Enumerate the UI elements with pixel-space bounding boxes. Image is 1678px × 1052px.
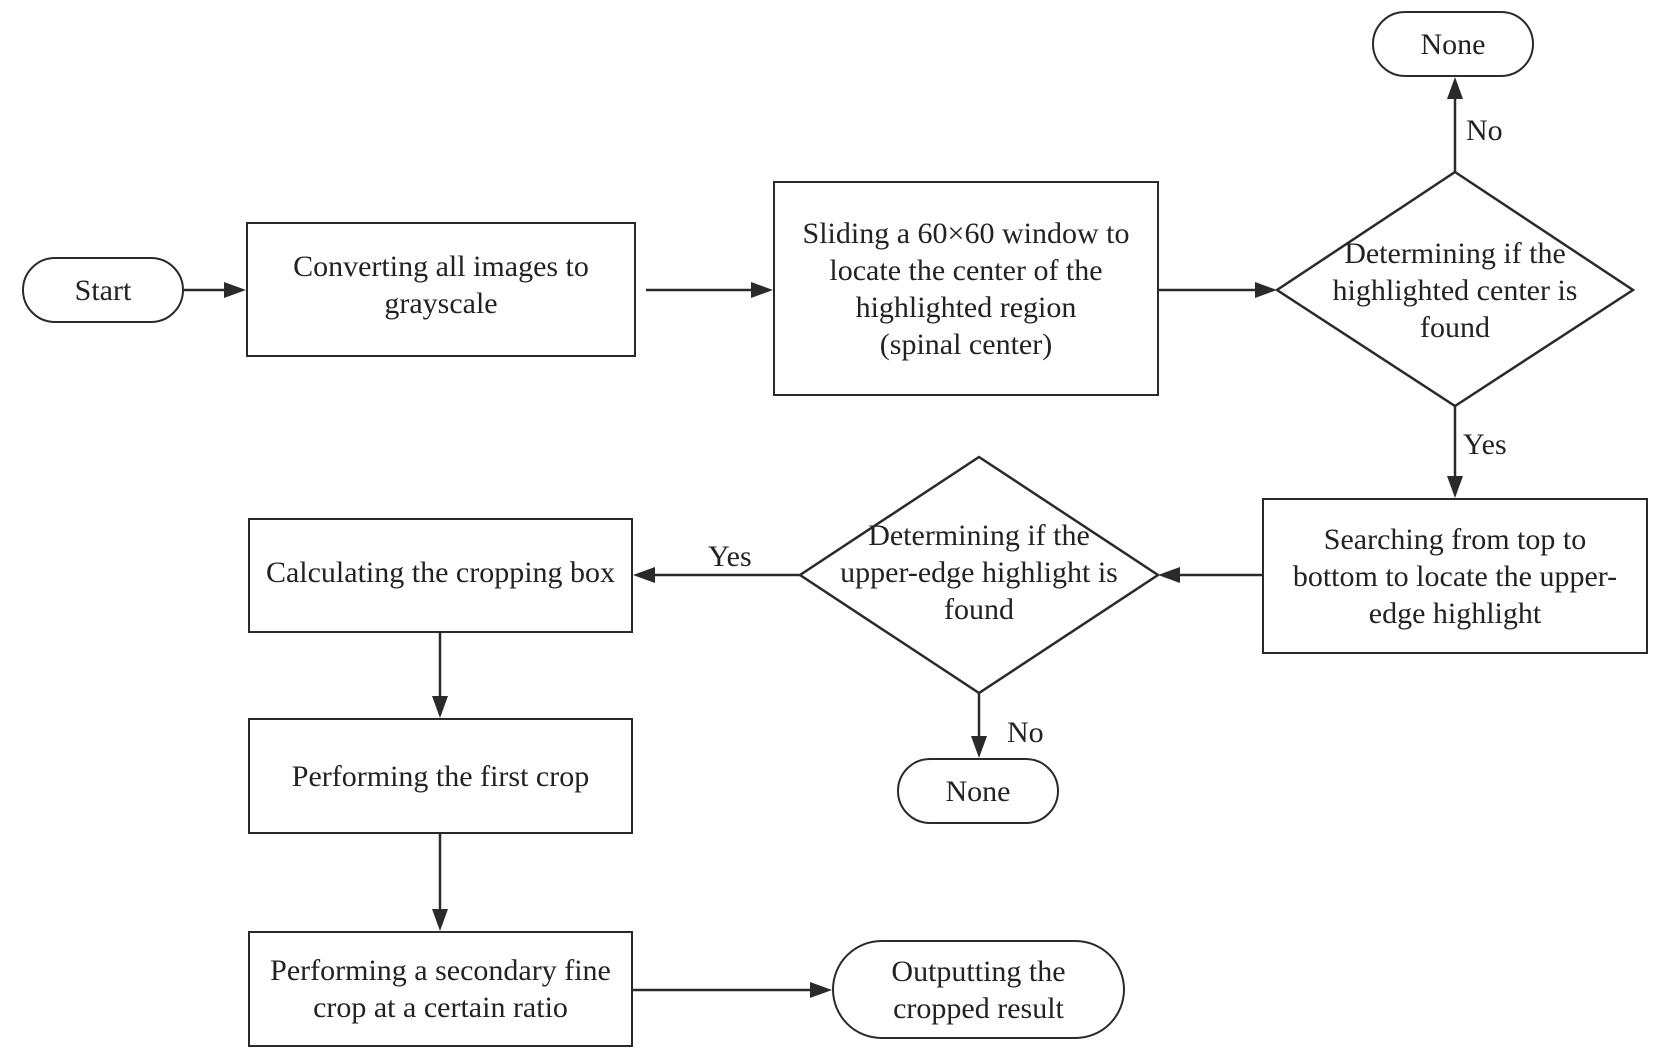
first-crop-label: Performing the first crop — [291, 759, 590, 793]
edge-label-edge-no: No — [1007, 716, 1044, 749]
decision-edge-label: Determining if the upper-edge highlight … — [840, 518, 1118, 626]
edge-label-edge-yes: Yes — [708, 540, 752, 573]
arrow-grayscale-to-sliding — [646, 282, 773, 298]
decision-center-text: Determining if the highlighted center is… — [1300, 230, 1610, 350]
arrow-searching-to-decision-edge — [1158, 567, 1262, 583]
edge-label-center-yes: Yes — [1463, 428, 1507, 461]
secondary-crop-process-box: Performing a secondary fine crop at a ce… — [248, 931, 633, 1047]
grayscale-process-box: Converting all images to grayscale — [246, 222, 636, 357]
none-bottom-label: None — [945, 774, 1011, 808]
arrow-decision-center-to-searching — [1447, 406, 1463, 498]
start-node: Start — [22, 257, 184, 323]
none-bottom-node: None — [897, 758, 1059, 824]
output-node: Outputting the cropped result — [832, 940, 1125, 1039]
none-top-label: None — [1420, 27, 1486, 61]
calc-box-label: Calculating the cropping box — [265, 556, 616, 589]
searching-label: Searching from top to bottom to locate t… — [1292, 522, 1618, 630]
secondary-crop-label: Performing a secondary fine crop at a ce… — [270, 954, 611, 1024]
decision-center-label: Determining if the highlighted center is… — [1332, 236, 1578, 344]
arrow-decision-edge-to-calc-box — [633, 567, 800, 583]
grayscale-label: Converting all images to grayscale — [293, 249, 589, 320]
arrow-sliding-to-decision-center — [1159, 282, 1277, 298]
arrow-start-to-grayscale — [184, 282, 246, 298]
arrow-first-crop-to-secondary-crop — [432, 834, 448, 931]
edge-label-center-no: No — [1466, 114, 1503, 147]
searching-process-box: Searching from top to bottom to locate t… — [1262, 498, 1648, 654]
sliding-window-process-box: Sliding a 60×60 window to locate the cen… — [773, 181, 1159, 396]
start-label: Start — [74, 273, 132, 307]
calc-box-process-box: Calculating the cropping box — [248, 518, 633, 633]
arrow-decision-edge-to-none-bottom — [971, 693, 987, 758]
arrow-calc-box-to-first-crop — [432, 633, 448, 718]
sliding-label: Sliding a 60×60 window to locate the cen… — [802, 216, 1130, 361]
arrow-decision-center-to-none-top — [1447, 77, 1463, 172]
decision-edge-text: Determining if the upper-edge highlight … — [815, 512, 1143, 632]
arrow-secondary-crop-to-output — [633, 982, 832, 998]
output-label: Outputting the cropped result — [891, 954, 1066, 1025]
none-top-node: None — [1372, 11, 1534, 77]
first-crop-process-box: Performing the first crop — [248, 718, 633, 834]
